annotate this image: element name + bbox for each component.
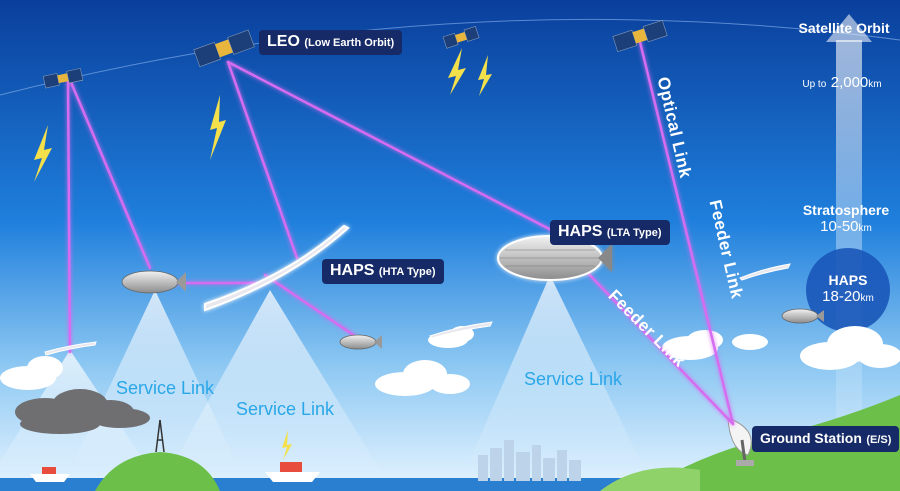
city-skyline <box>478 440 581 481</box>
satellite-orbit-block: Satellite Orbit <box>788 20 900 36</box>
service-link-label-1: Service Link <box>116 378 215 398</box>
satellite-altitude-value: 2,000 <box>830 74 869 91</box>
ground-station-subtitle: (E/S) <box>866 434 892 446</box>
airship-lta <box>497 235 612 281</box>
airship-left <box>121 270 186 294</box>
satellite-altitude: Up to 2,000km <box>786 74 898 92</box>
altitude-arrow-head <box>826 14 872 42</box>
service-link-label-2: Service Link <box>236 399 335 419</box>
satellite-1 <box>42 68 84 89</box>
storm-clouds <box>15 389 150 434</box>
satellite-2 <box>193 29 255 68</box>
altitude-arrow-shaft <box>836 40 862 440</box>
ship-left <box>30 467 70 482</box>
stratosphere-value: 10-50 <box>820 218 859 235</box>
stratosphere-block: Stratosphere 10-50km <box>792 202 900 236</box>
haps-altitude-circle <box>806 248 890 332</box>
link-beams <box>66 40 735 426</box>
service-link-label-3: Service Link <box>524 369 623 389</box>
lightning-bolts <box>34 48 492 460</box>
service-cone-3 <box>170 290 380 470</box>
satellite-4 <box>612 20 668 52</box>
haps-lta-subtitle: (LTA Type) <box>606 227 662 239</box>
clouds <box>0 326 900 396</box>
hill-left <box>95 452 220 491</box>
ground-station-dish <box>727 417 754 466</box>
leo-label: LEO (Low Earth Orbit) <box>259 30 403 55</box>
hta-wing-small <box>429 321 493 339</box>
satellite-altitude-prefix: Up to <box>802 79 827 90</box>
hta-wing-main <box>204 224 350 312</box>
stratosphere-unit: km <box>858 223 872 234</box>
leo-subtitle: (Low Earth Orbit) <box>304 37 395 49</box>
satellite-altitude-unit: km <box>868 79 882 90</box>
leo-title: LEO <box>267 33 300 50</box>
haps-lta-title: HAPS <box>558 223 603 240</box>
satellite-orbit-title: Satellite Orbit <box>798 20 890 36</box>
ground-station-title: Ground Station <box>760 430 862 446</box>
haps-altitude-value: 18-20 <box>822 288 861 305</box>
airship-small-center <box>339 334 382 350</box>
haps-altitude-title: HAPS <box>828 272 868 288</box>
haps-hta-title: HAPS <box>330 262 375 279</box>
airship-small-right <box>781 308 824 324</box>
hta-wing-left <box>44 341 97 356</box>
hill-right-front <box>600 467 700 491</box>
haps-altitude-unit: km <box>860 293 874 304</box>
haps-altitude-block: HAPS 18-20km <box>806 272 890 306</box>
haps-hta-label: HAPS (HTA Type) <box>322 259 444 284</box>
satellite-3 <box>442 26 480 49</box>
hta-wing-right <box>739 263 791 281</box>
service-cone-4 <box>470 275 640 460</box>
ground-station-label: Ground Station (E/S) <box>752 426 900 452</box>
haps-hta-subtitle: (HTA Type) <box>378 266 436 278</box>
ship-center <box>265 462 320 482</box>
orbit-arc <box>0 18 900 96</box>
cell-tower <box>155 419 165 453</box>
haps-lta-label: HAPS (LTA Type) <box>550 220 670 245</box>
stratosphere-title: Stratosphere <box>802 202 890 218</box>
